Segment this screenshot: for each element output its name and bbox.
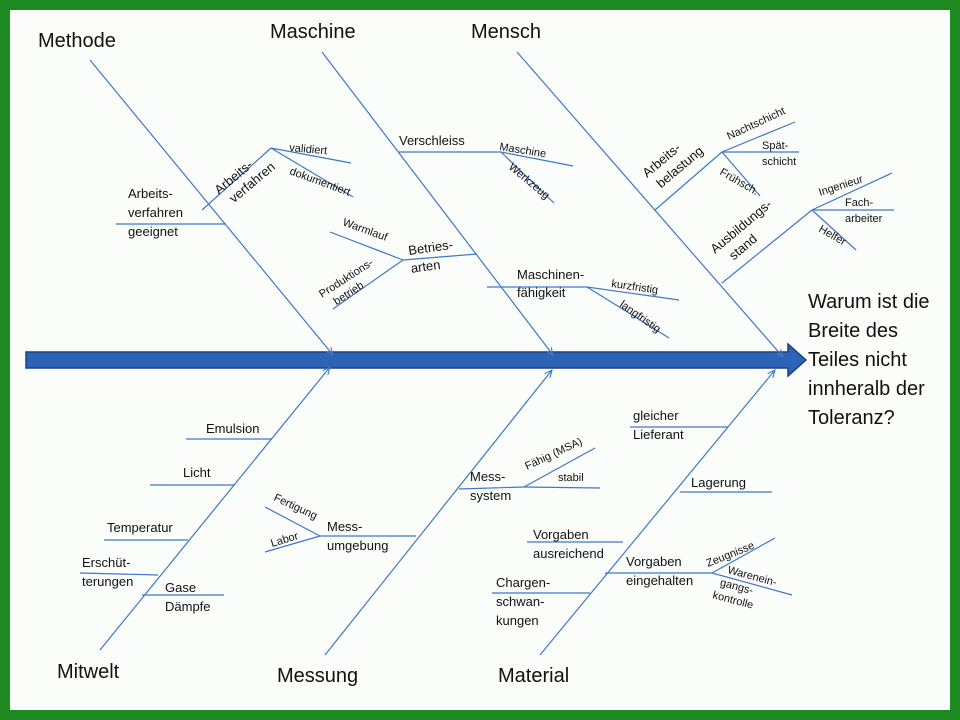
label-licht: Licht — [183, 465, 211, 480]
bone-mitwelt — [99, 367, 330, 651]
line-wareneingangskontrolle — [711, 572, 793, 596]
label-werkzeug: Werkzeug — [506, 161, 552, 202]
label-vorgaben-eingehalten: Vorgaben eingehalten — [626, 554, 693, 588]
label-arbeitsverfahren-geeignet: Arbeits- verfahren geeignet — [128, 186, 187, 239]
label-dokumentiert: dokumentiert — [288, 166, 352, 199]
category-mitwelt: Mitwelt — [57, 661, 120, 683]
line-betriebsarten — [402, 253, 478, 261]
label-labor: Labor — [269, 530, 300, 550]
label-temperatur: Temperatur — [107, 520, 173, 535]
line-zeugnisse — [711, 537, 776, 574]
label-arbeitsverfahren: Arbeits- verfahren — [211, 147, 278, 210]
label-emulsion: Emulsion — [206, 421, 259, 436]
bone-maschine — [321, 51, 553, 355]
effect-line: Toleranz? — [808, 407, 895, 429]
line-ausbildungsstand — [721, 209, 813, 284]
bone-methode — [89, 59, 333, 355]
main-spine-arrow — [25, 342, 808, 378]
label-ingenieur: Ingenieur — [817, 173, 865, 199]
label-stabil: stabil — [558, 472, 584, 484]
category-maschine: Maschine — [270, 21, 356, 43]
label-spaetschicht: Spät- schicht — [762, 140, 796, 168]
line-messsystem — [458, 486, 525, 490]
category-material: Material — [498, 665, 569, 687]
category-methode: Methode — [38, 30, 116, 52]
label-betriebsarten: Betries- arten — [407, 236, 460, 275]
line-erschuetterungen — [79, 572, 159, 576]
line-dokumentiert — [270, 147, 354, 198]
line-verschleiss-werkzeug — [500, 151, 555, 204]
effect-line: Warum ist die — [808, 291, 930, 313]
bone-material — [539, 370, 775, 656]
line-kurzfristig — [586, 286, 680, 301]
line-arbeitsbelastung — [654, 151, 723, 211]
label-nachtschicht: Nachtschicht — [725, 105, 787, 142]
line-labor — [264, 535, 321, 553]
line-langfristig — [586, 286, 670, 339]
label-faehig-msa: Fähig (MSA) — [523, 436, 584, 473]
line-stabil — [523, 486, 601, 489]
label-vorgaben-ausreichend: Vorgaben ausreichend — [533, 527, 604, 561]
bone-mensch — [516, 51, 783, 357]
label-erschuetterungen: Erschüt- terungen — [82, 555, 134, 589]
label-arbeitsbelastung: Arbeits- belastung — [639, 130, 706, 193]
label-fertigung: Fertigung — [272, 492, 319, 523]
label-lagerung: Lagerung — [691, 475, 746, 490]
label-gleicher-lieferant: gleicher Lieferant — [633, 408, 684, 442]
label-messsystem: Mess- system — [470, 469, 511, 503]
label-maschinenfaehigkeit: Maschinen- fähigkeit — [517, 267, 588, 300]
line-fruehschicht — [721, 151, 761, 197]
label-helfer: Helfer — [817, 223, 849, 248]
label-validiert: validiert — [289, 142, 328, 157]
line-verschleiss-maschine — [500, 151, 574, 167]
line-arbeitsverfahren — [201, 147, 272, 211]
label-chargenschwankungen: Chargen- schwan- kungen — [496, 575, 554, 628]
line-validiert — [270, 147, 352, 164]
label-ausbildungsstand: Ausbildungs- stand — [707, 194, 788, 269]
label-verschleiss: Verschleiss — [399, 133, 465, 148]
effect-line: innheralb der — [808, 378, 925, 400]
label-maschine: Maschine — [499, 141, 547, 160]
label-facharbeiter: Fach- arbeiter — [845, 197, 883, 225]
label-messumgebung: Mess- umgebung — [327, 519, 388, 553]
label-gase-daempfe: Gase Dämpfe — [165, 580, 211, 614]
label-warmlauf: Warmlauf — [341, 217, 390, 245]
line-produktionsbetrieb — [332, 259, 404, 310]
category-messung: Messung — [277, 665, 358, 687]
line-warmlauf — [329, 231, 404, 261]
line-fertigung — [264, 506, 321, 537]
line-ingenieur — [811, 172, 893, 211]
effect-line: Breite des — [808, 320, 898, 342]
category-mensch: Mensch — [471, 21, 541, 43]
line-helfer — [811, 209, 857, 251]
label-langfristig: langfristig — [617, 299, 662, 336]
effect-line: Teiles nicht — [808, 349, 907, 371]
line-nachtschicht — [721, 121, 796, 153]
line-faehig-msa — [523, 447, 596, 488]
bone-messung — [324, 370, 552, 656]
effect-question: Warum ist die Breite des Teiles nicht in… — [808, 291, 935, 429]
label-produktionsbetrieb: Produktions- betrieb — [317, 255, 386, 312]
